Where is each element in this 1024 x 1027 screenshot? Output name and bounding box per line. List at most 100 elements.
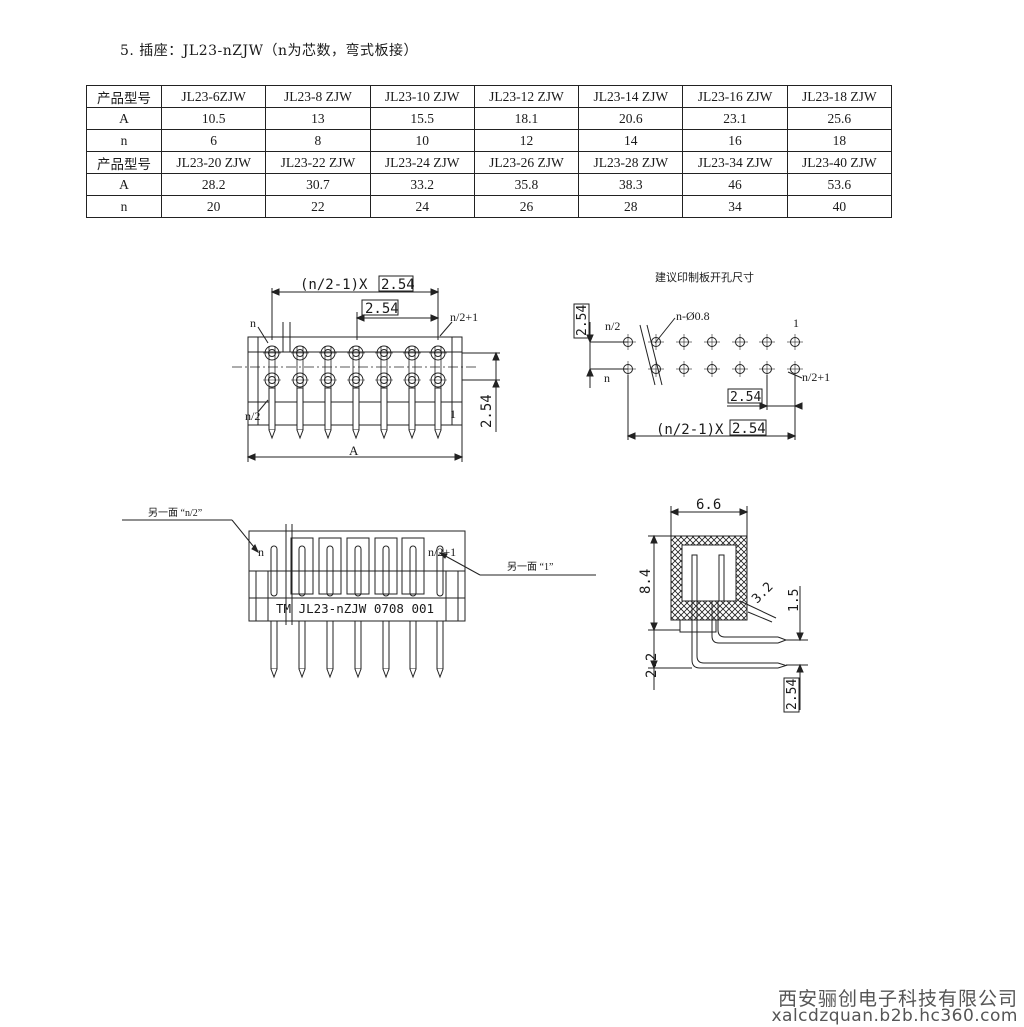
pin-tail	[434, 387, 442, 431]
table-cell: JL23-18 ZJW	[786, 85, 893, 108]
back-contact	[354, 545, 362, 597]
front-label-n2p1: n/2+1	[450, 310, 478, 324]
back-slot	[346, 537, 370, 595]
table-cell: 24	[369, 195, 475, 218]
pcb-dim-pitch: 2.54	[730, 390, 761, 405]
pin-tip	[324, 429, 332, 440]
pcb-dim-total-box: 2.54	[732, 421, 766, 437]
side-view-labels: 6.6 8.4 3.2 1.5 2.2 2.54	[638, 497, 802, 713]
back-contact	[409, 545, 417, 597]
table-cell: 33.2	[369, 173, 475, 196]
back-pin-tip	[409, 668, 417, 679]
back-contact	[326, 545, 334, 597]
back-pin	[354, 620, 362, 670]
back-label-n2p1: n/2+1	[428, 545, 456, 559]
table-cell: 28.2	[160, 173, 267, 196]
back-view	[122, 519, 596, 679]
pin-tail	[324, 387, 332, 431]
pin-tail	[380, 387, 388, 431]
pin-tip	[268, 429, 276, 440]
pin-tail	[352, 387, 360, 431]
watermark-url: xalcdzquan.b2b.hc360.com	[771, 1006, 1018, 1026]
pcb-title: 建议印制板开孔尺寸	[655, 270, 754, 284]
front-dim-row: 2.54	[479, 394, 495, 428]
front-dim-pitch: 2.54	[365, 301, 399, 317]
back-label-n: n	[258, 545, 264, 559]
back-callout-left: 另一面 “n/2”	[148, 507, 202, 519]
table-cell: 28	[578, 195, 684, 218]
side-dim-tail: 2.2	[644, 653, 660, 678]
back-slot	[374, 537, 398, 595]
pin-tip	[408, 429, 416, 440]
table-cell: JL23-8 ZJW	[265, 85, 371, 108]
front-label-1: 1	[450, 407, 456, 421]
back-callout-right: 另一面 “1”	[507, 561, 553, 573]
back-pin-tip	[354, 668, 362, 679]
pcb-layout	[586, 317, 803, 440]
front-view-labels: (n/2-1)X 2.54 2.54 n/2+1 n n/2 1 A 2.54	[245, 275, 495, 458]
pcb-dim-total: (n/2-1)X	[656, 422, 724, 438]
pin-tip	[434, 429, 442, 440]
back-slot	[401, 537, 425, 595]
pin-tip	[296, 429, 304, 440]
back-contact	[382, 545, 390, 597]
watermark-company: 西安骊创电子科技有限公司	[777, 988, 1018, 1010]
front-label-a: A	[349, 443, 359, 458]
table-cell: JL23-6ZJW	[160, 85, 267, 108]
table-cell: 34	[682, 195, 788, 218]
side-view	[648, 506, 808, 710]
front-dim-total-box: 2.54	[381, 277, 415, 293]
pin-tip	[352, 429, 360, 440]
back-pin	[382, 620, 390, 670]
pcb-layout-labels: 建议印制板开孔尺寸 n-Ø0.8 n/2 n 1 n/2+1 2.54 2.54…	[573, 270, 830, 438]
back-pin	[270, 620, 278, 670]
back-pin-tip	[436, 668, 444, 679]
section-heading: 5. 插座：JL23-nZJW（n为芯数，弯式板接）	[120, 43, 419, 59]
back-pin-tip	[382, 668, 390, 679]
table-cell: 40	[786, 195, 893, 218]
back-slot	[318, 537, 342, 595]
side-dim-width: 6.6	[696, 497, 721, 513]
table-cell: JL23-20 ZJW	[160, 151, 267, 174]
side-dim-offset: 3.2	[749, 580, 776, 607]
pcb-label-n2p1: n/2+1	[802, 370, 830, 384]
back-pin	[298, 620, 306, 670]
front-label-n2: n/2	[245, 409, 260, 423]
front-dim-total: (n/2-1)X	[300, 277, 368, 293]
table-cell: JL23-14 ZJW	[578, 85, 684, 108]
table-cell: 16	[682, 129, 788, 152]
side-dim-row: 2.54	[785, 679, 800, 710]
table-cell: 18.1	[473, 107, 580, 130]
table-cell: JL23-26 ZJW	[473, 151, 580, 174]
pcb-label-1: 1	[793, 316, 799, 330]
table-row-header: 产品型号	[86, 85, 162, 108]
side-dim-pin-pitch: 1.5	[787, 589, 802, 612]
front-view	[232, 288, 500, 462]
back-pin-tip	[270, 668, 278, 679]
back-marking: TM JL23-nZJW 0708 001	[276, 601, 434, 616]
front-label-n: n	[250, 316, 256, 330]
back-pin-tip	[298, 668, 306, 679]
back-contact	[436, 545, 444, 597]
pcb-label-n: n	[604, 371, 610, 385]
pin-tail	[408, 387, 416, 431]
back-pin-tip	[326, 668, 334, 679]
back-contact	[270, 545, 278, 597]
pcb-dim-row: 2.54	[575, 305, 590, 336]
pin-tip	[380, 429, 388, 440]
pin-tail	[268, 387, 276, 431]
side-dim-height: 8.4	[638, 569, 654, 594]
pcb-label-n2: n/2	[605, 319, 620, 333]
back-pin	[409, 620, 417, 670]
table-row-header: 产品型号	[86, 151, 162, 174]
back-contact	[298, 545, 306, 597]
back-pin	[436, 620, 444, 670]
back-slot	[290, 537, 314, 595]
pin-tail	[296, 387, 304, 431]
pcb-hole-label: n-Ø0.8	[676, 309, 710, 323]
